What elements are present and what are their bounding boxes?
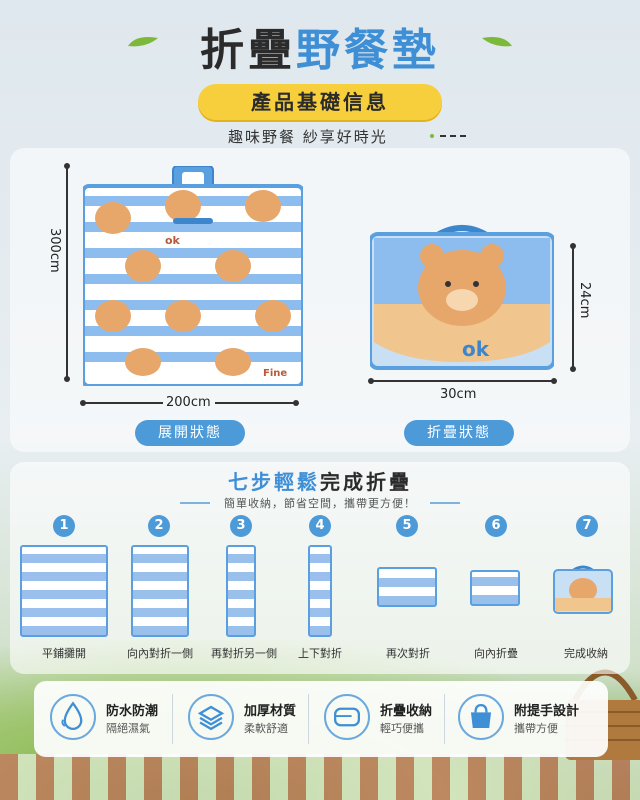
step-6-image (470, 570, 520, 606)
step-number: 2 (148, 515, 170, 537)
info-badge: 產品基礎信息 (198, 84, 442, 120)
steps-title-rest: 完成折疊 (320, 470, 412, 494)
fold-width-label: 30cm (440, 387, 477, 402)
step-5-image (377, 567, 437, 607)
feature-subtitle: 柔軟舒適 (244, 722, 288, 735)
step-number: 6 (485, 515, 507, 537)
step-label: 完成收納 (564, 647, 608, 660)
step-number: 4 (309, 515, 331, 537)
folded-ok-text: ok (462, 337, 490, 361)
dim-line-horizontal (371, 380, 553, 382)
feature-divider (444, 694, 445, 744)
open-height-label: 300cm (47, 228, 62, 273)
feature-title: 加厚材質 (244, 704, 297, 719)
mat-fine-text: Fine (263, 368, 287, 379)
step-2-image (131, 545, 189, 637)
feature-subtitle: 輕巧便攜 (380, 722, 424, 735)
step-1-image (20, 545, 108, 637)
mat-ok-text: ok (165, 234, 181, 247)
feature-title: 附提手設計 (514, 704, 580, 719)
open-state-pill: 展開狀態 (135, 420, 245, 446)
step-label: 再次對折 (386, 647, 430, 660)
subtitle-line (430, 502, 460, 504)
step-label: 向內折疊 (474, 647, 518, 660)
title-part2: 野餐墊 (296, 25, 440, 76)
feature-title: 折疊收納 (380, 704, 433, 719)
feature-waterproof: 防水防潮 隔絕濕氣 (50, 690, 180, 748)
feature-fold: 折疊收納 輕巧便攜 (324, 690, 454, 748)
folded-state-pill: 折疊狀態 (404, 420, 514, 446)
step-number: 5 (396, 515, 418, 537)
steps-subtitle: 簡單收納，節省空間，攜帶更方便！ (224, 497, 416, 510)
step-label: 平鋪攤開 (42, 647, 86, 660)
handbag-icon (458, 694, 504, 740)
leaf-icon (128, 37, 158, 47)
feature-subtitle: 隔絕濕氣 (106, 722, 150, 735)
features-card (34, 681, 608, 757)
subtitle-line (180, 502, 210, 504)
step-4-image (308, 545, 332, 637)
leaf-icon (482, 37, 512, 47)
step-7-image (553, 565, 613, 614)
dim-line-vertical (66, 166, 68, 378)
dim-endpoint (293, 400, 299, 406)
feature-handle: 附提手設計 攜帶方便 (458, 690, 598, 748)
dim-endpoint (570, 366, 576, 372)
step-number: 3 (230, 515, 252, 537)
water-drop-icon (50, 694, 96, 740)
feature-title: 防水防潮 (106, 704, 159, 719)
open-width-label: 200cm (166, 395, 211, 410)
dim-endpoint (551, 378, 557, 384)
steps-title-highlight: 七步輕鬆 (228, 470, 320, 494)
tagline: 趣味野餐 紗享好時光 (228, 128, 388, 146)
step-3-image (226, 545, 256, 637)
dash-decoration-icon (430, 134, 466, 138)
page-title: 折疊野餐墊 (0, 14, 640, 78)
open-mat-image: ok Fine (83, 166, 303, 386)
fold-height-label: 24cm (577, 282, 592, 319)
feature-subtitle: 攜帶方便 (514, 722, 558, 735)
step-number: 7 (576, 515, 598, 537)
title-part1: 折疊 (200, 25, 296, 76)
step-number: 1 (53, 515, 75, 537)
layers-icon (188, 694, 234, 740)
folded-mat-image: ok (370, 225, 554, 370)
steps-title: 七步輕鬆完成折疊 (0, 466, 640, 495)
picnic-blanket-background (0, 754, 640, 800)
dim-endpoint (64, 376, 70, 382)
folded-mat-icon (324, 694, 370, 740)
feature-divider (172, 694, 173, 744)
step-label: 上下對折 (298, 647, 342, 660)
step-label: 向內對折一側 (127, 647, 193, 660)
feature-thick: 加厚材質 柔軟舒適 (188, 690, 318, 748)
dim-line-vertical (572, 246, 574, 368)
dim-line-horizontal (215, 402, 295, 404)
step-label: 再對折另一側 (211, 647, 277, 660)
dim-line-horizontal (83, 402, 163, 404)
feature-divider (308, 694, 309, 744)
